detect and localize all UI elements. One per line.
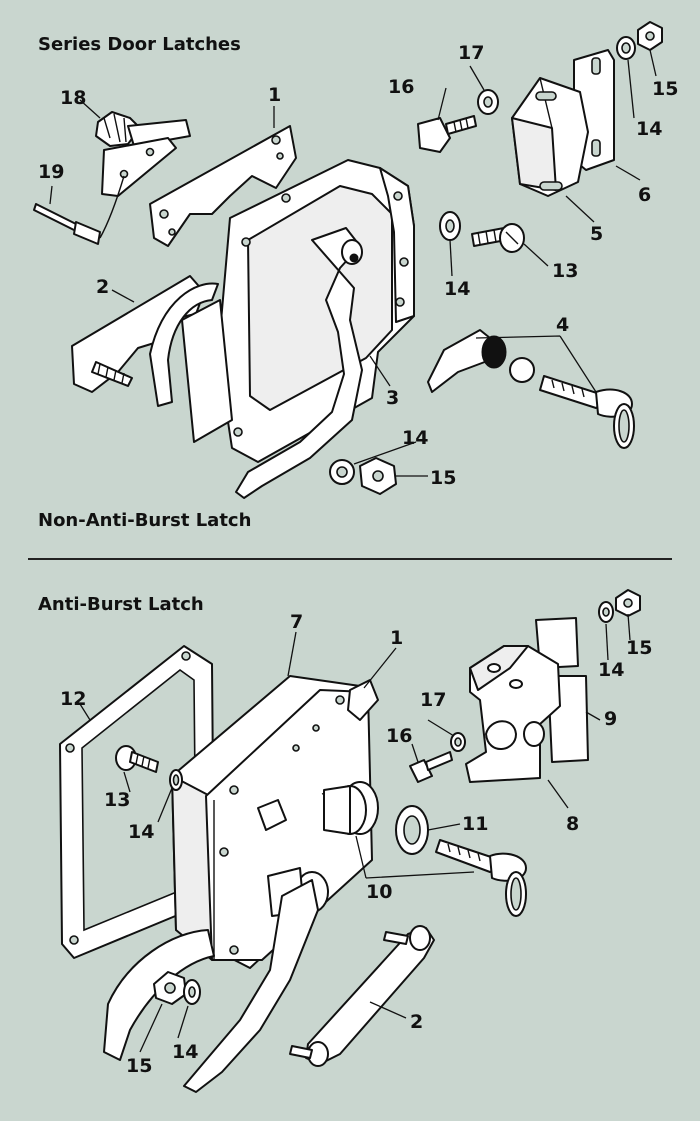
part-19-pin bbox=[33, 175, 125, 245]
callout-top-16: 16 bbox=[388, 76, 414, 98]
callout-top-13: 13 bbox=[552, 260, 578, 282]
callout-top-14c: 14 bbox=[402, 427, 428, 449]
callout-top-1: 1 bbox=[268, 84, 281, 106]
callout-bottom-1: 1 bbox=[390, 627, 403, 649]
part-16-bolt bbox=[417, 115, 477, 153]
callout-top-14a: 14 bbox=[636, 118, 662, 140]
part-13-screw-bottom bbox=[115, 745, 159, 773]
callout-top-5: 5 bbox=[590, 223, 603, 245]
callout-bottom-12: 12 bbox=[60, 688, 86, 710]
part-1-backing-plate bbox=[149, 125, 297, 247]
part-10-key bbox=[435, 839, 527, 917]
callout-bottom-16: 16 bbox=[386, 725, 412, 747]
part-17-washer bbox=[477, 89, 499, 115]
callout-bottom-14c: 14 bbox=[598, 659, 624, 681]
part-15-nut-bottom bbox=[153, 971, 187, 1005]
part-18-lock-knob bbox=[95, 111, 191, 197]
part-14-washer-left bbox=[169, 769, 183, 791]
callout-leaders-bottom bbox=[79, 613, 631, 1053]
part-11-ring bbox=[395, 805, 429, 855]
callout-bottom-15b: 15 bbox=[626, 637, 652, 659]
callout-top-2: 2 bbox=[96, 276, 109, 298]
callout-top-6: 6 bbox=[638, 184, 651, 206]
part-14-washer-mid bbox=[439, 211, 461, 241]
part-15-nut-top bbox=[637, 21, 663, 51]
callout-bottom-14a: 14 bbox=[128, 821, 154, 843]
callout-top-18: 18 bbox=[60, 87, 86, 109]
part-17-washer-bottom bbox=[450, 732, 466, 752]
section-title-non-anti-burst-latch: Non-Anti-Burst Latch bbox=[38, 510, 252, 531]
part-2-link bbox=[289, 925, 435, 1067]
callout-bottom-17: 17 bbox=[420, 689, 446, 711]
callout-bottom-10: 10 bbox=[366, 881, 392, 903]
part-7-latch-claw bbox=[103, 879, 319, 1093]
callout-bottom-13: 13 bbox=[104, 789, 130, 811]
callout-top-17: 17 bbox=[458, 42, 484, 64]
part-16-bolt-bottom bbox=[409, 751, 453, 783]
callout-leaders-top bbox=[49, 49, 657, 477]
callout-bottom-2: 2 bbox=[410, 1011, 423, 1033]
part-13-screw bbox=[471, 223, 525, 253]
part-14-washer-lower bbox=[329, 459, 355, 485]
callout-bottom-9: 9 bbox=[604, 708, 617, 730]
callout-bottom-15a: 15 bbox=[126, 1055, 152, 1077]
callout-bottom-11: 11 bbox=[462, 813, 488, 835]
callout-top-4: 4 bbox=[556, 314, 569, 336]
section-title-series-door-latches: Series Door Latches bbox=[38, 34, 241, 55]
callout-bottom-8: 8 bbox=[566, 813, 579, 835]
callout-top-15b: 15 bbox=[430, 467, 456, 489]
part-15-nut-bottom-right bbox=[615, 589, 641, 617]
part-14-washer-bottom bbox=[183, 979, 201, 1005]
callout-top-15a: 15 bbox=[652, 78, 678, 100]
callout-top-19: 19 bbox=[38, 161, 64, 183]
callout-top-3: 3 bbox=[386, 387, 399, 409]
callout-bottom-14b: 14 bbox=[172, 1041, 198, 1063]
part-14-washer-bottom-right bbox=[598, 601, 614, 623]
callout-top-14b: 14 bbox=[444, 278, 470, 300]
part-5-striker bbox=[511, 77, 589, 197]
part-15-nut-lower bbox=[359, 457, 397, 495]
section-title-anti-burst-latch: Anti-Burst Latch bbox=[38, 594, 204, 615]
part-8-striker bbox=[465, 645, 561, 783]
part-4-lock-and-key bbox=[427, 329, 635, 449]
section-divider bbox=[28, 558, 672, 560]
part-14-washer-top bbox=[616, 36, 636, 60]
callout-bottom-7: 7 bbox=[290, 611, 303, 633]
part-3-latch-body bbox=[149, 159, 415, 499]
